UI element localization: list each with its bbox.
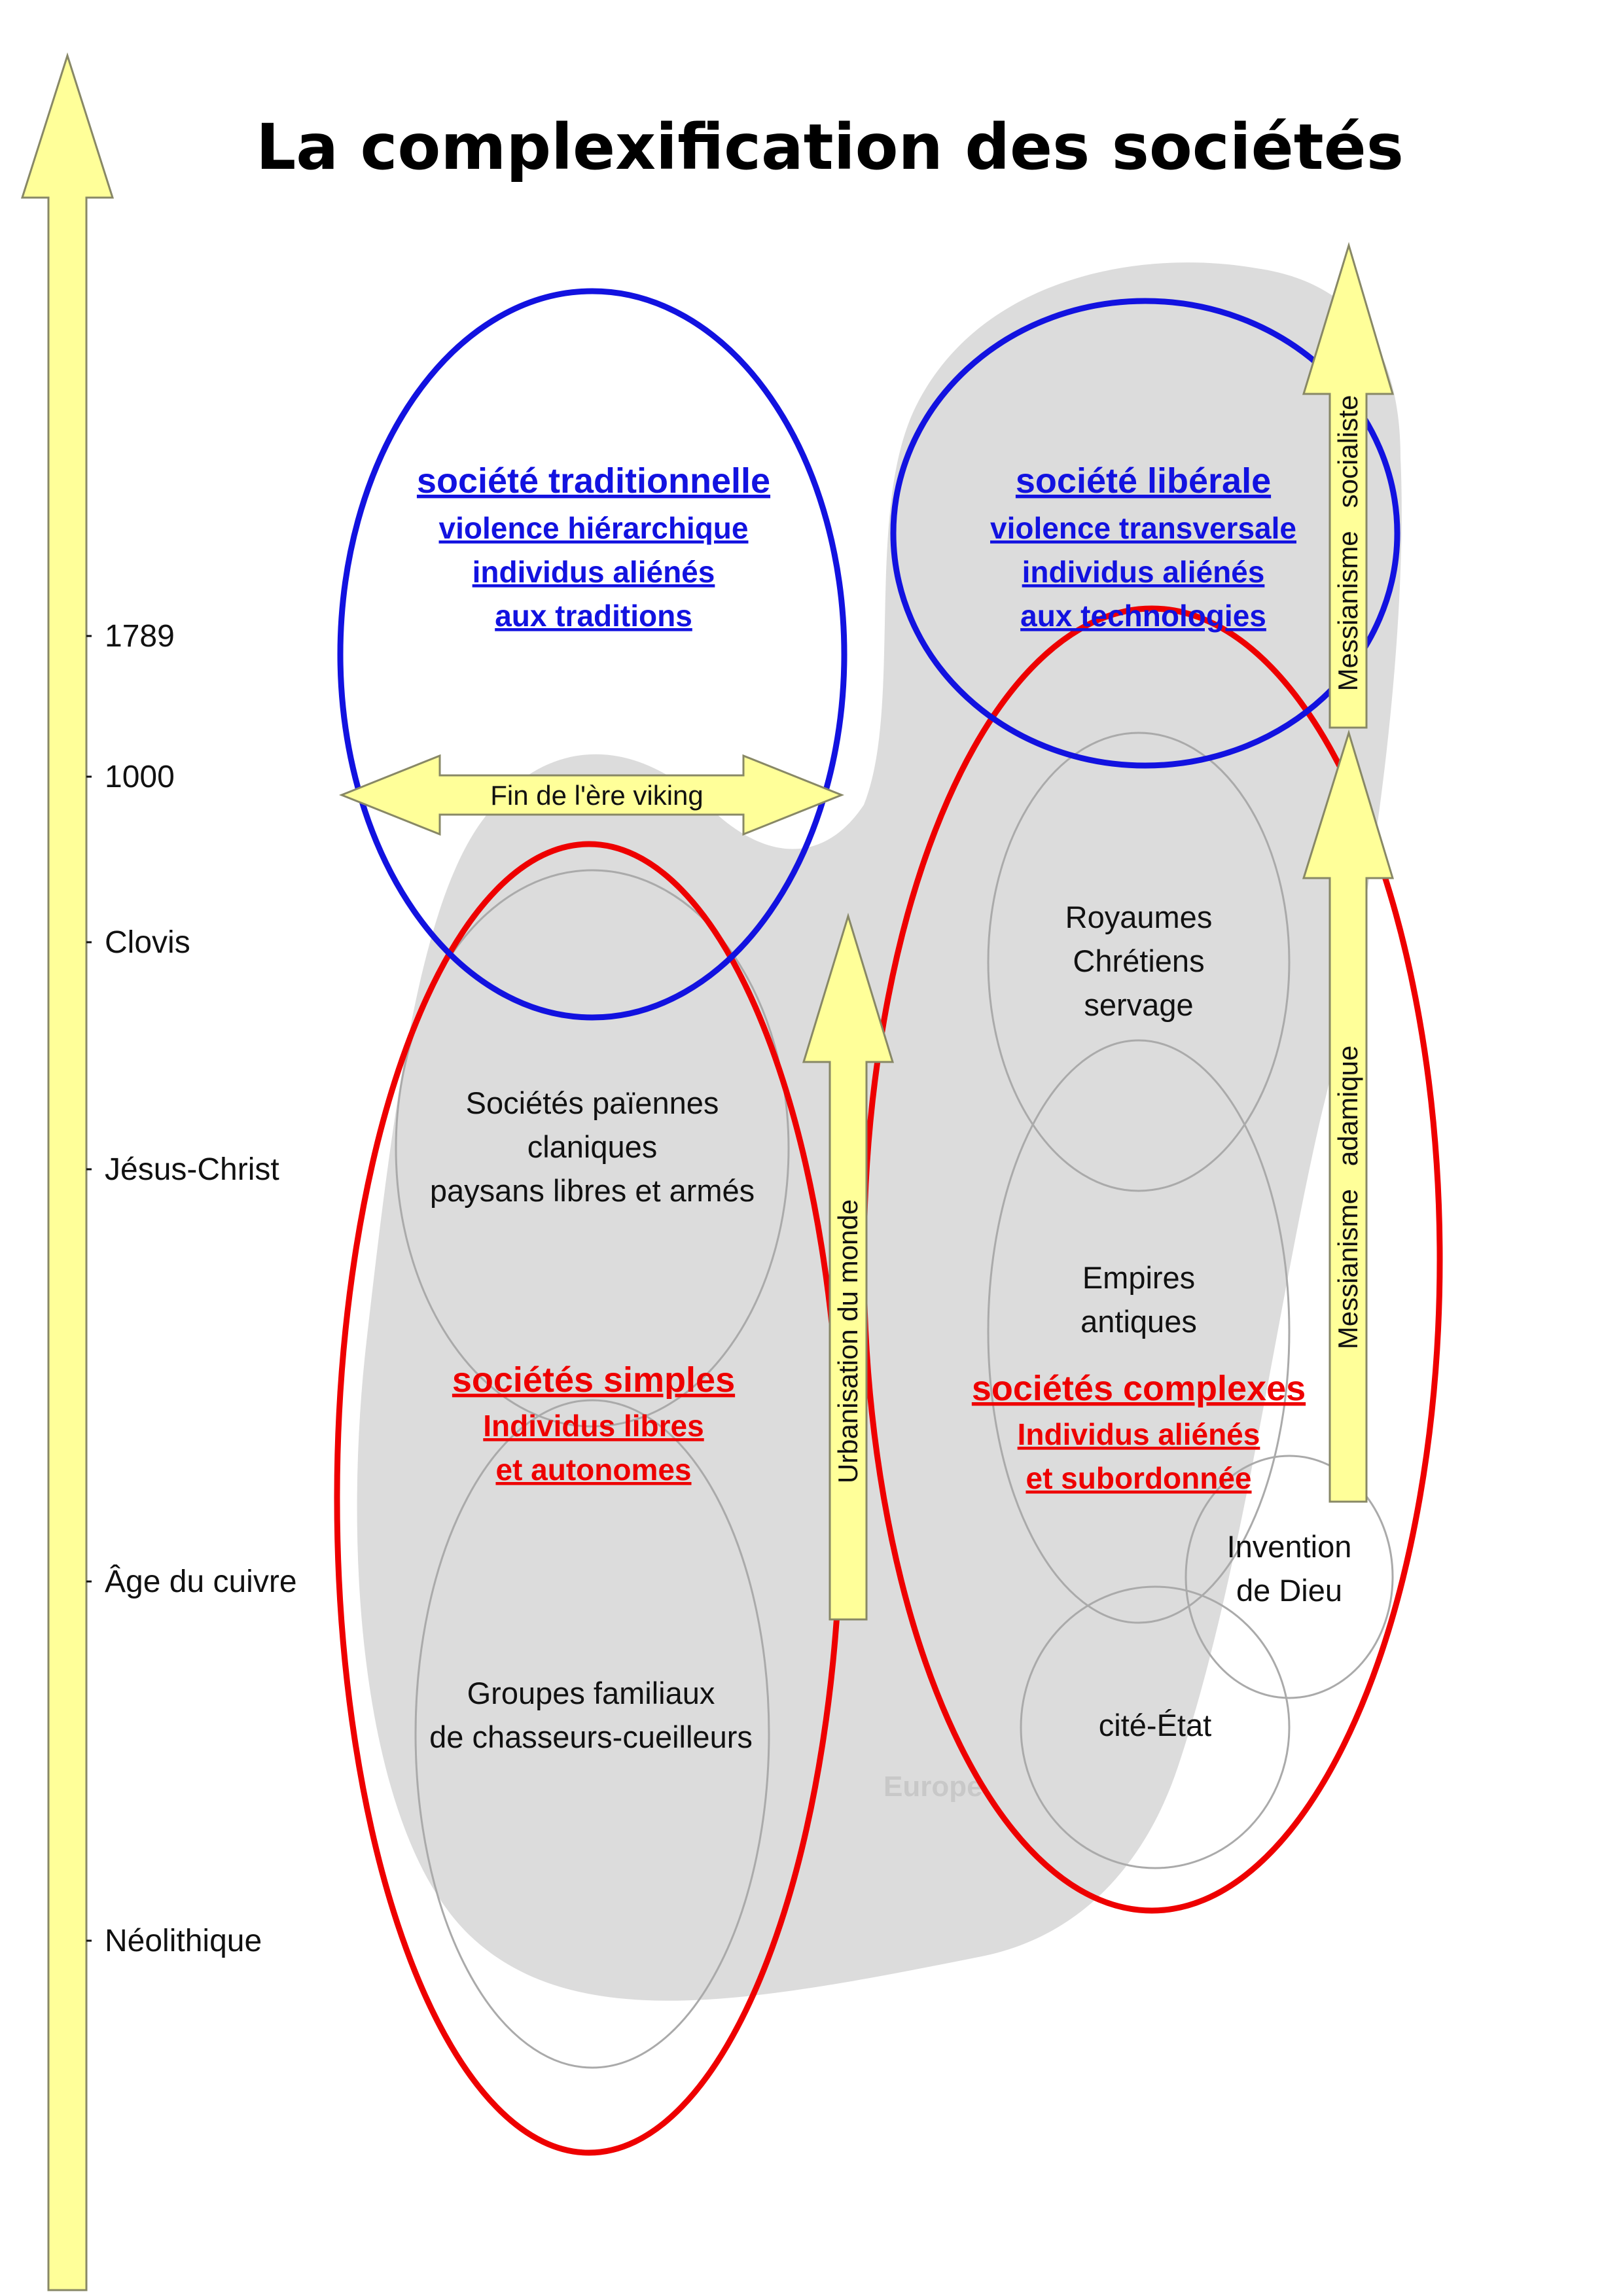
liberal-society-text: société libérale violence transversale i… xyxy=(990,461,1296,633)
complex-line: Individus aliénés xyxy=(1018,1417,1260,1451)
box-line: Groupes familiaux xyxy=(467,1676,715,1710)
simple-societies-text: sociétés simples Individus libres et aut… xyxy=(452,1360,735,1487)
socialist-messianism-arrow xyxy=(1302,241,1395,729)
box-line: servage xyxy=(1084,987,1193,1022)
box-line: Empires xyxy=(1082,1260,1195,1295)
liberal-line: aux technologies xyxy=(1020,599,1266,633)
simple-line: et autonomes xyxy=(495,1453,691,1487)
pagan-societies-circle xyxy=(395,869,790,1428)
box-line: Chrétiens xyxy=(1073,944,1204,978)
box-line: claniques xyxy=(527,1129,658,1164)
viking-label: Fin de l'ère viking xyxy=(490,780,704,811)
hunter-gatherers-label: Groupes familiaux de chasseurs-cueilleur… xyxy=(429,1676,753,1754)
traditional-heading: société traditionnelle xyxy=(417,461,770,501)
traditional-line: individus aliénés xyxy=(473,555,715,589)
box-line: Invention xyxy=(1227,1529,1352,1564)
complex-line: et subordonnée xyxy=(1026,1461,1251,1495)
box-line: de chasseurs-cueilleurs xyxy=(429,1720,753,1754)
tick-label: Clovis xyxy=(105,925,190,960)
tick-label: Âge du cuivre xyxy=(105,1564,297,1599)
box-line: Royaumes xyxy=(1065,900,1213,934)
tick-label: 1000 xyxy=(105,760,175,794)
ancient-empires-label: Empires antiques xyxy=(1080,1260,1197,1339)
europe-label: Europe xyxy=(883,1771,983,1803)
urbanisation-arrow xyxy=(802,912,895,1621)
christian-kingdoms-label: Royaumes Chrétiens servage xyxy=(1065,900,1213,1022)
invention-of-god-circle xyxy=(1185,1455,1394,1699)
adamic-messianism-label: Messianisme adamique xyxy=(1332,1046,1363,1350)
ancient-empires-circle xyxy=(987,1039,1291,1624)
traditional-society-text: société traditionnelle violence hiérarch… xyxy=(417,461,770,633)
adamic-messianism-arrow xyxy=(1302,729,1395,1503)
box-line: paysans libres et armés xyxy=(430,1173,755,1208)
liberal-line: individus aliénés xyxy=(1022,555,1265,589)
box-line: de Dieu xyxy=(1236,1573,1342,1608)
city-state-circle xyxy=(1020,1585,1291,1869)
europe-region xyxy=(357,262,1402,2001)
liberal-society-ellipse xyxy=(890,298,1400,769)
timeline-ticks: 1789 1000 Clovis Jésus-Christ Âge du cui… xyxy=(86,619,297,1958)
complex-heading: sociétés complexes xyxy=(972,1369,1306,1408)
liberal-line: violence transversale xyxy=(990,511,1296,545)
hunter-gatherers-circle xyxy=(414,1399,770,2069)
page-title: La complexification des sociétés xyxy=(256,111,1404,184)
christian-kingdoms-circle xyxy=(987,732,1291,1192)
box-line: cité-État xyxy=(1099,1708,1211,1742)
viking-double-arrow xyxy=(338,754,845,836)
liberal-heading: société libérale xyxy=(1016,461,1271,501)
pagan-societies-label: Sociétés païennes claniques paysans libr… xyxy=(430,1086,755,1208)
invention-of-god-label: Invention de Dieu xyxy=(1227,1529,1352,1608)
box-line: antiques xyxy=(1080,1304,1197,1339)
tick-label: Néolithique xyxy=(105,1924,262,1958)
complex-societies-text: sociétés complexes Individus aliénés et … xyxy=(972,1369,1306,1495)
box-line: Sociétés païennes xyxy=(466,1086,719,1120)
city-state-label: cité-État xyxy=(1099,1708,1211,1742)
timeline-arrow xyxy=(20,52,115,2291)
traditional-society-ellipse xyxy=(337,288,847,1021)
simple-heading: sociétés simples xyxy=(452,1360,735,1400)
socialist-messianism-label: Messianisme socialiste xyxy=(1332,395,1363,692)
traditional-line: aux traditions xyxy=(495,599,692,633)
traditional-line: violence hiérarchique xyxy=(439,511,749,545)
tick-label: 1789 xyxy=(105,619,175,654)
simple-line: Individus libres xyxy=(483,1409,704,1443)
urbanisation-label: Urbanisation du monde xyxy=(832,1199,863,1483)
tick-label: Jésus-Christ xyxy=(105,1152,279,1187)
